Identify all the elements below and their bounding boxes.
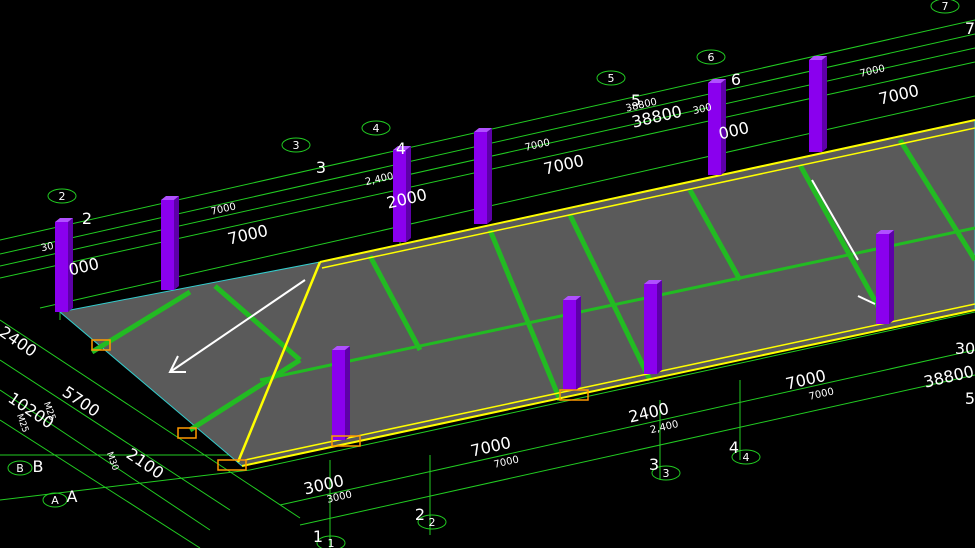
svg-text:1: 1 <box>328 537 335 548</box>
svg-text:B: B <box>16 462 24 475</box>
axis-label: 4 <box>396 139 406 158</box>
column-icon[interactable] <box>563 296 581 390</box>
axis-bubble-icon[interactable]: 6 6 <box>696 49 741 89</box>
column-icon[interactable] <box>55 218 73 312</box>
columns-group <box>55 56 894 440</box>
dim-text: 30 <box>40 241 55 255</box>
svg-text:A: A <box>51 494 59 507</box>
axis-label: B <box>33 457 44 476</box>
dim-text: 300 <box>692 102 713 117</box>
axis-bubble-icon[interactable]: 7 7 <box>930 0 975 38</box>
axis-bubble-icon[interactable]: 1 1 <box>313 527 346 548</box>
svg-text:7: 7 <box>942 0 949 13</box>
axis-bubble-icon[interactable]: 4 4 <box>729 438 761 465</box>
dim-text: 5 <box>965 389 975 408</box>
dim-text: 30 <box>955 339 975 358</box>
svg-text:2: 2 <box>429 516 436 529</box>
column-icon[interactable] <box>876 230 894 324</box>
axis-label: 3 <box>649 455 659 474</box>
axis-label: A <box>67 487 78 506</box>
svg-text:5: 5 <box>608 72 615 85</box>
slope-arrow-icon <box>168 279 306 373</box>
axis-bubble-icon[interactable]: B B <box>7 457 44 476</box>
column-icon[interactable] <box>708 79 726 175</box>
column-icon[interactable] <box>474 128 492 224</box>
beam-lines <box>90 138 975 433</box>
axis-bubble-icon[interactable]: 3 3 <box>649 455 681 481</box>
column-icon[interactable] <box>332 346 350 440</box>
svg-text:6: 6 <box>708 51 715 64</box>
svg-text:3: 3 <box>663 467 670 480</box>
column-icon[interactable] <box>809 56 827 152</box>
column-icon[interactable] <box>393 146 411 242</box>
slab-edge <box>236 119 975 467</box>
column-icon[interactable] <box>161 196 179 290</box>
axis-label: 2 <box>82 209 92 228</box>
svg-text:2: 2 <box>59 190 66 203</box>
axis-label: 5 <box>631 91 641 110</box>
svg-text:4: 4 <box>373 122 380 135</box>
column-icon[interactable] <box>644 280 662 374</box>
center-beam <box>259 226 975 382</box>
svg-text:3: 3 <box>293 139 300 152</box>
axis-bubble-icon[interactable]: 2 2 <box>415 505 447 530</box>
axis-bubble-icon[interactable]: 5 5 <box>596 70 641 110</box>
axis-bubble-icon[interactable]: 4 4 <box>361 120 406 158</box>
svg-text:4: 4 <box>743 451 750 464</box>
axis-label: 1 <box>313 527 323 546</box>
axis-label: 4 <box>729 438 739 457</box>
axis-label: 2 <box>415 505 425 524</box>
axis-label: 7 <box>965 19 975 38</box>
support-markers <box>91 339 589 471</box>
axis-label: 6 <box>731 70 741 89</box>
slope-arrow-icon <box>811 179 876 305</box>
axis-label: 3 <box>316 158 326 177</box>
axis-bubble-icon[interactable]: 2 2 <box>47 188 92 228</box>
axis-bubble-icon[interactable]: A A <box>42 487 78 508</box>
axis-bubble-icon[interactable]: 3 3 <box>281 137 326 177</box>
